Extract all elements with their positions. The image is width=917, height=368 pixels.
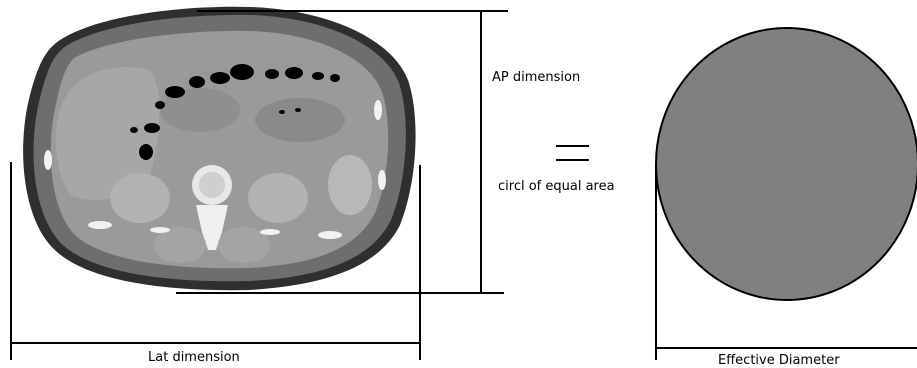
ct-bowel-loop [255, 98, 345, 142]
ct-bowel-gas [155, 101, 165, 109]
ap-dimension-label: AP dimension [492, 71, 580, 84]
ct-vertebra-core [199, 172, 225, 198]
ct-rib [44, 150, 52, 170]
ct-bowel-gas [330, 74, 340, 82]
ct-bowel-gas [279, 110, 285, 114]
ct-rib [88, 221, 112, 229]
lat-dimension-label: Lat dimension [148, 351, 240, 364]
ct-bowel-gas [139, 144, 153, 160]
ct-left-kidney [110, 173, 170, 223]
ct-bowel-gas [189, 76, 205, 88]
ct-bowel-gas [210, 72, 230, 84]
effective-diameter-label: Effective Diameter [718, 354, 840, 367]
equal-area-label: circl of equal area [498, 180, 615, 193]
ct-rib [318, 231, 342, 239]
ct-bowel-gas [144, 123, 160, 133]
ct-bowel-gas [130, 127, 138, 133]
ct-bowel-loop [328, 155, 372, 215]
ct-rib [150, 227, 170, 233]
ct-bowel-gas [295, 108, 301, 112]
ct-right-kidney [248, 173, 308, 223]
ct-bowel-gas [230, 64, 254, 80]
ct-rib [378, 170, 386, 190]
ct-bowel-gas [165, 86, 185, 98]
equal-area-circle [656, 28, 917, 300]
equals-sign-icon [556, 146, 589, 160]
ct-bowel-gas [312, 72, 324, 80]
ct-rib [260, 229, 280, 235]
ct-rib [374, 100, 382, 120]
ct-bowel-gas [265, 69, 279, 79]
ct-scan-image [23, 7, 415, 290]
ct-bowel-gas [285, 67, 303, 79]
